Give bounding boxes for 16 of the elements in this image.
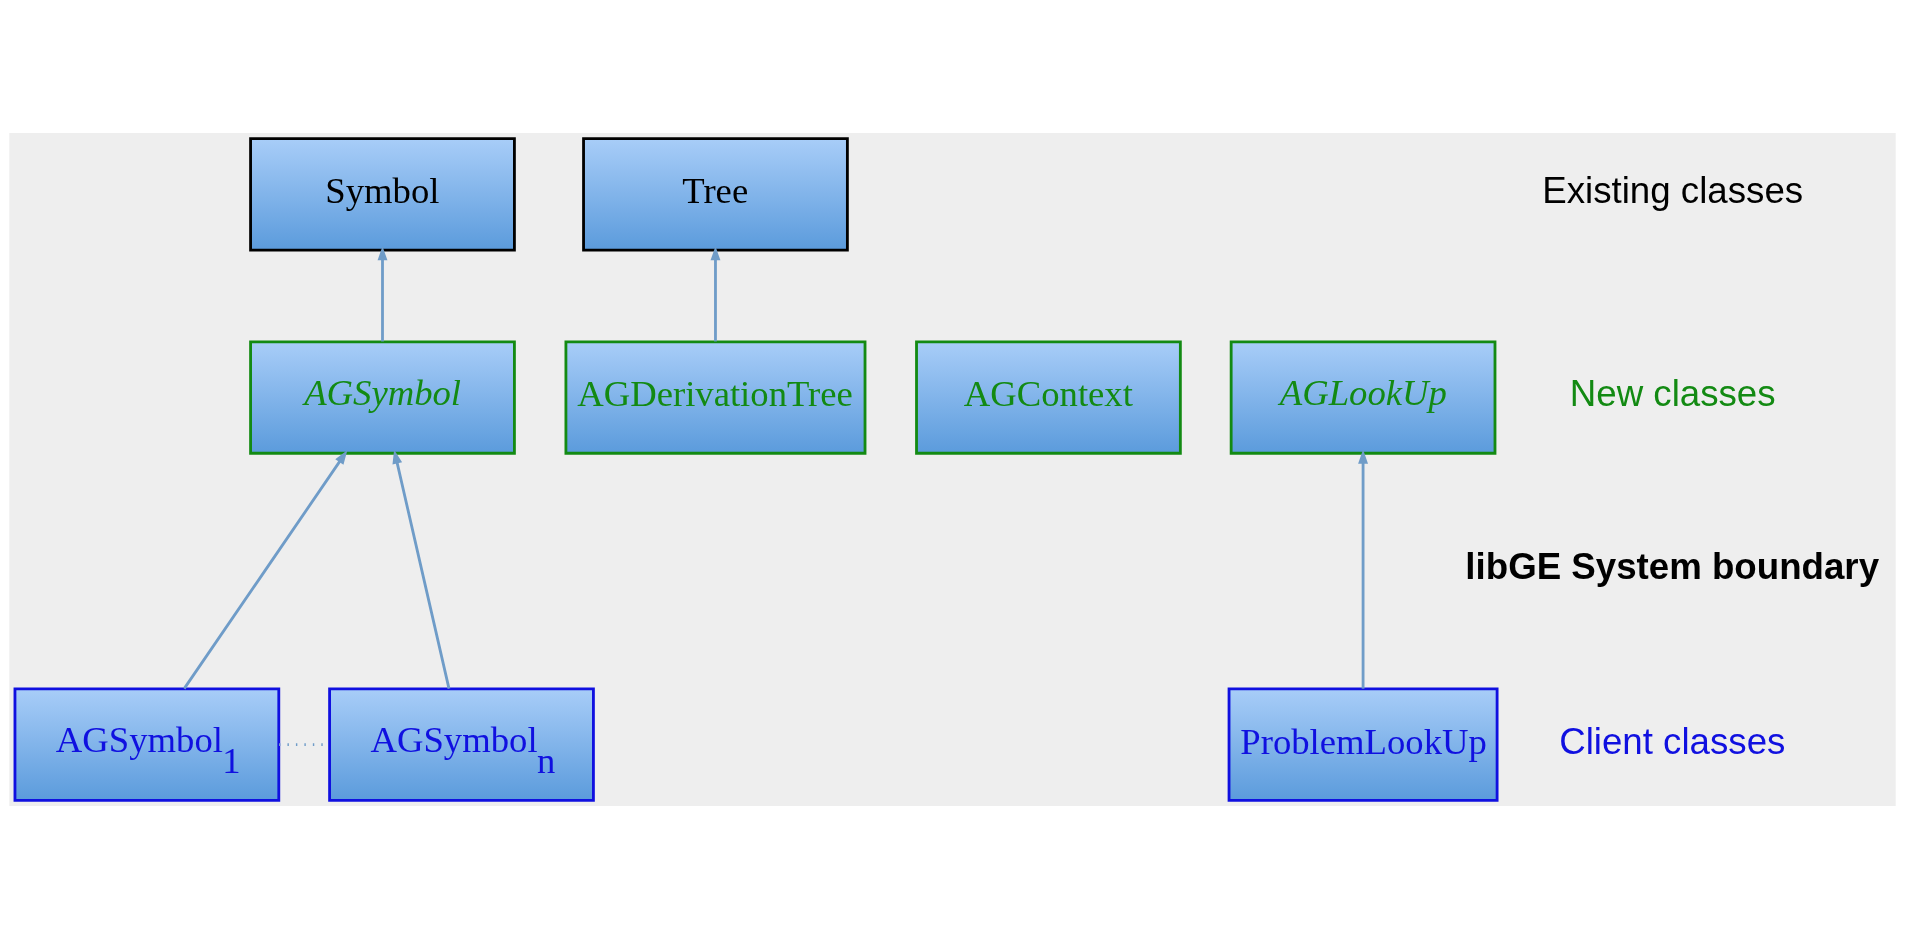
label: Client classes (1559, 720, 1786, 762)
arrow (377, 245, 388, 341)
arrow (183, 449, 348, 689)
node-box: AGLookUp (1229, 339, 1497, 455)
arrow (710, 245, 721, 341)
label: libGE System boundary (1465, 545, 1880, 587)
node-box: AGSymbol (249, 339, 516, 455)
node-box: AGContext (915, 339, 1182, 455)
node-box: ProblemLookUp (1227, 687, 1499, 802)
arrow (392, 449, 451, 689)
label: New classes (1569, 372, 1776, 414)
node-box: Symbol (249, 136, 516, 251)
node-box: AGDerivationTree (564, 339, 867, 455)
arrow (1358, 449, 1369, 689)
label: Existing classes (1542, 169, 1804, 211)
node-box: Tree (582, 136, 849, 251)
